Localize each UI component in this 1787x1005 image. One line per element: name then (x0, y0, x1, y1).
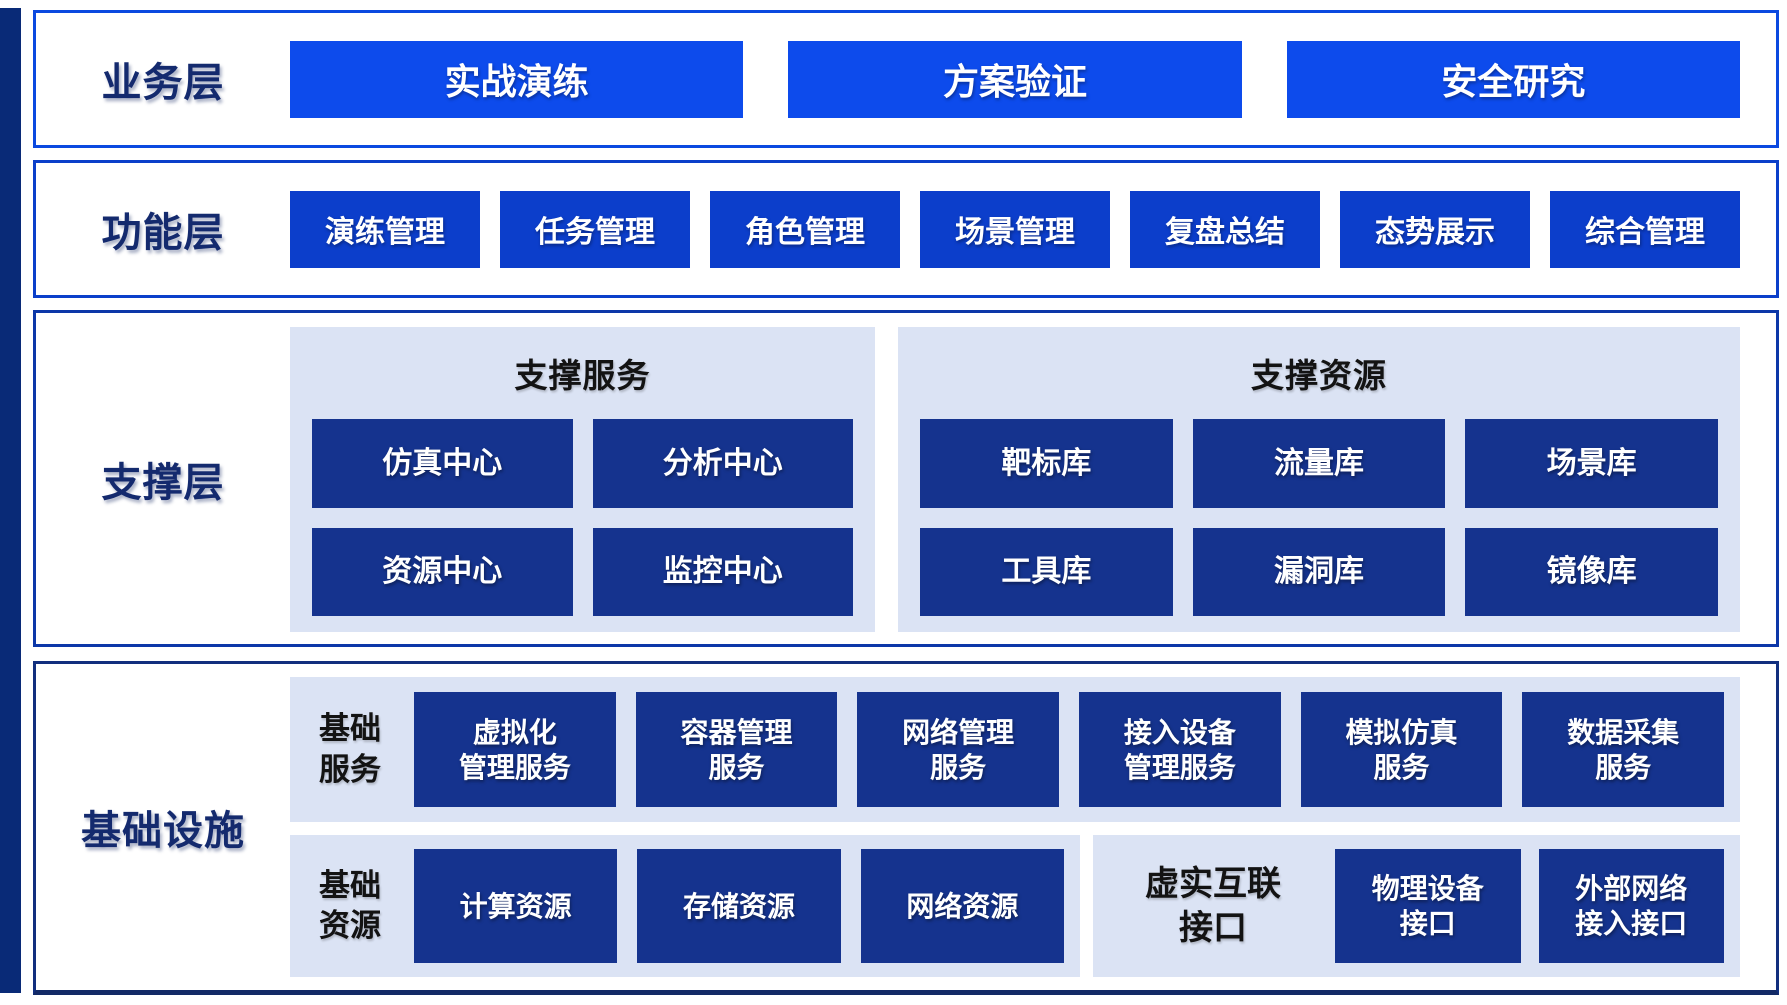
btn-practical-drill: 实战演练 (290, 40, 744, 118)
panel-support-services: 支撑服务 仿真中心 分析中心 资源中心 监控中心 (290, 327, 875, 632)
layer-function: 功能层 演练管理 任务管理 角色管理 场景管理 复盘总结 态势展示 综合管理 (33, 160, 1779, 298)
support-services-grid: 仿真中心 分析中心 资源中心 监控中心 (290, 419, 875, 632)
btn-comprehensive-mgmt: 综合管理 (1550, 190, 1740, 268)
panel-basic-resources: 基础 资源 计算资源 存储资源 网络资源 (290, 835, 1080, 977)
business-buttons-row: 实战演练 方案验证 安全研究 (290, 13, 1776, 145)
btn-tool-lib: 工具库 (920, 527, 1173, 616)
support-panels: 支撑服务 仿真中心 分析中心 资源中心 监控中心 支撑资源 靶标库 流量库 场景… (290, 313, 1776, 644)
btn-image-lib: 镜像库 (1465, 527, 1718, 616)
btn-virtualization-mgmt-svc: 虚拟化 管理服务 (414, 692, 616, 807)
btn-monitor-center: 监控中心 (592, 527, 853, 616)
btn-vuln-lib: 漏洞库 (1192, 527, 1446, 616)
panel-title-basic-resources: 基础 资源 (319, 867, 381, 943)
btn-traffic-lib: 流量库 (1192, 419, 1446, 508)
btn-analysis-center: 分析中心 (592, 419, 853, 508)
panel-basic-services: 基础 服务 虚拟化 管理服务 容器管理 服务 网络管理 服务 接入设备 管理服务… (290, 677, 1740, 822)
btn-access-device-mgmt-svc: 接入设备 管理服务 (1079, 692, 1281, 807)
panel-title-support-services: 支撑服务 (514, 357, 651, 394)
layer-infrastructure: 基础设施 基础 服务 虚拟化 管理服务 容器管理 服务 网络管理 服务 接入设备… (33, 661, 1779, 995)
function-buttons-row: 演练管理 任务管理 角色管理 场景管理 复盘总结 态势展示 综合管理 (290, 163, 1776, 295)
btn-simulation-svc: 模拟仿真 服务 (1300, 692, 1503, 807)
layer-label-infrastructure: 基础设施 (81, 809, 245, 853)
layer-label-support: 支撑层 (101, 460, 225, 505)
infrastructure-bottom-row: 基础 资源 计算资源 存储资源 网络资源 虚实互联 接口 物理设备 接口 外部网… (290, 835, 1740, 977)
btn-security-research: 安全研究 (1286, 40, 1740, 118)
btn-review-summary: 复盘总结 (1130, 190, 1320, 268)
btn-compute-res: 计算资源 (414, 849, 618, 963)
btn-drill-mgmt: 演练管理 (290, 190, 480, 268)
panel-title-support-resources: 支撑资源 (1251, 357, 1387, 394)
panel-title-basic-services: 基础 服务 (319, 711, 381, 787)
btn-situation-display: 态势展示 (1340, 190, 1530, 268)
btn-scene-lib: 场景库 (1465, 419, 1718, 508)
btn-data-collection-svc: 数据采集 服务 (1522, 692, 1725, 807)
btn-container-mgmt-svc: 容器管理 服务 (635, 692, 838, 807)
support-resources-grid: 靶标库 流量库 场景库 工具库 漏洞库 镜像库 (898, 419, 1740, 632)
btn-simulation-center: 仿真中心 (312, 419, 573, 508)
btn-target-lib: 靶标库 (920, 419, 1173, 508)
layer-support: 支撑层 支撑服务 仿真中心 分析中心 资源中心 监控中心 支撑资源 靶标库 流量… (33, 310, 1779, 647)
panel-title-virtual-physical-interface: 虚实互联 接口 (1145, 864, 1281, 947)
btn-network-res: 网络资源 (860, 849, 1064, 963)
layer-label-function: 功能层 (101, 211, 225, 255)
btn-storage-res: 存储资源 (637, 849, 841, 963)
btn-plan-verification: 方案验证 (788, 40, 1242, 118)
layer-label-business: 业务层 (101, 61, 225, 105)
btn-network-mgmt-svc: 网络管理 服务 (857, 692, 1060, 807)
btn-resource-center: 资源中心 (312, 527, 573, 616)
panel-support-resources: 支撑资源 靶标库 流量库 场景库 工具库 漏洞库 镜像库 (898, 327, 1740, 632)
left-accent-bar (0, 8, 21, 993)
btn-task-mgmt: 任务管理 (500, 190, 690, 268)
btn-scene-mgmt: 场景管理 (920, 190, 1110, 268)
btn-external-network-interface: 外部网络 接入接口 (1538, 849, 1724, 963)
layer-business: 业务层 实战演练 方案验证 安全研究 (33, 10, 1779, 148)
infrastructure-panels: 基础 服务 虚拟化 管理服务 容器管理 服务 网络管理 服务 接入设备 管理服务… (290, 664, 1776, 990)
btn-role-mgmt: 角色管理 (710, 190, 900, 268)
btn-physical-device-interface: 物理设备 接口 (1335, 849, 1521, 963)
panel-virtual-physical-interface: 虚实互联 接口 物理设备 接口 外部网络 接入接口 (1093, 835, 1740, 977)
